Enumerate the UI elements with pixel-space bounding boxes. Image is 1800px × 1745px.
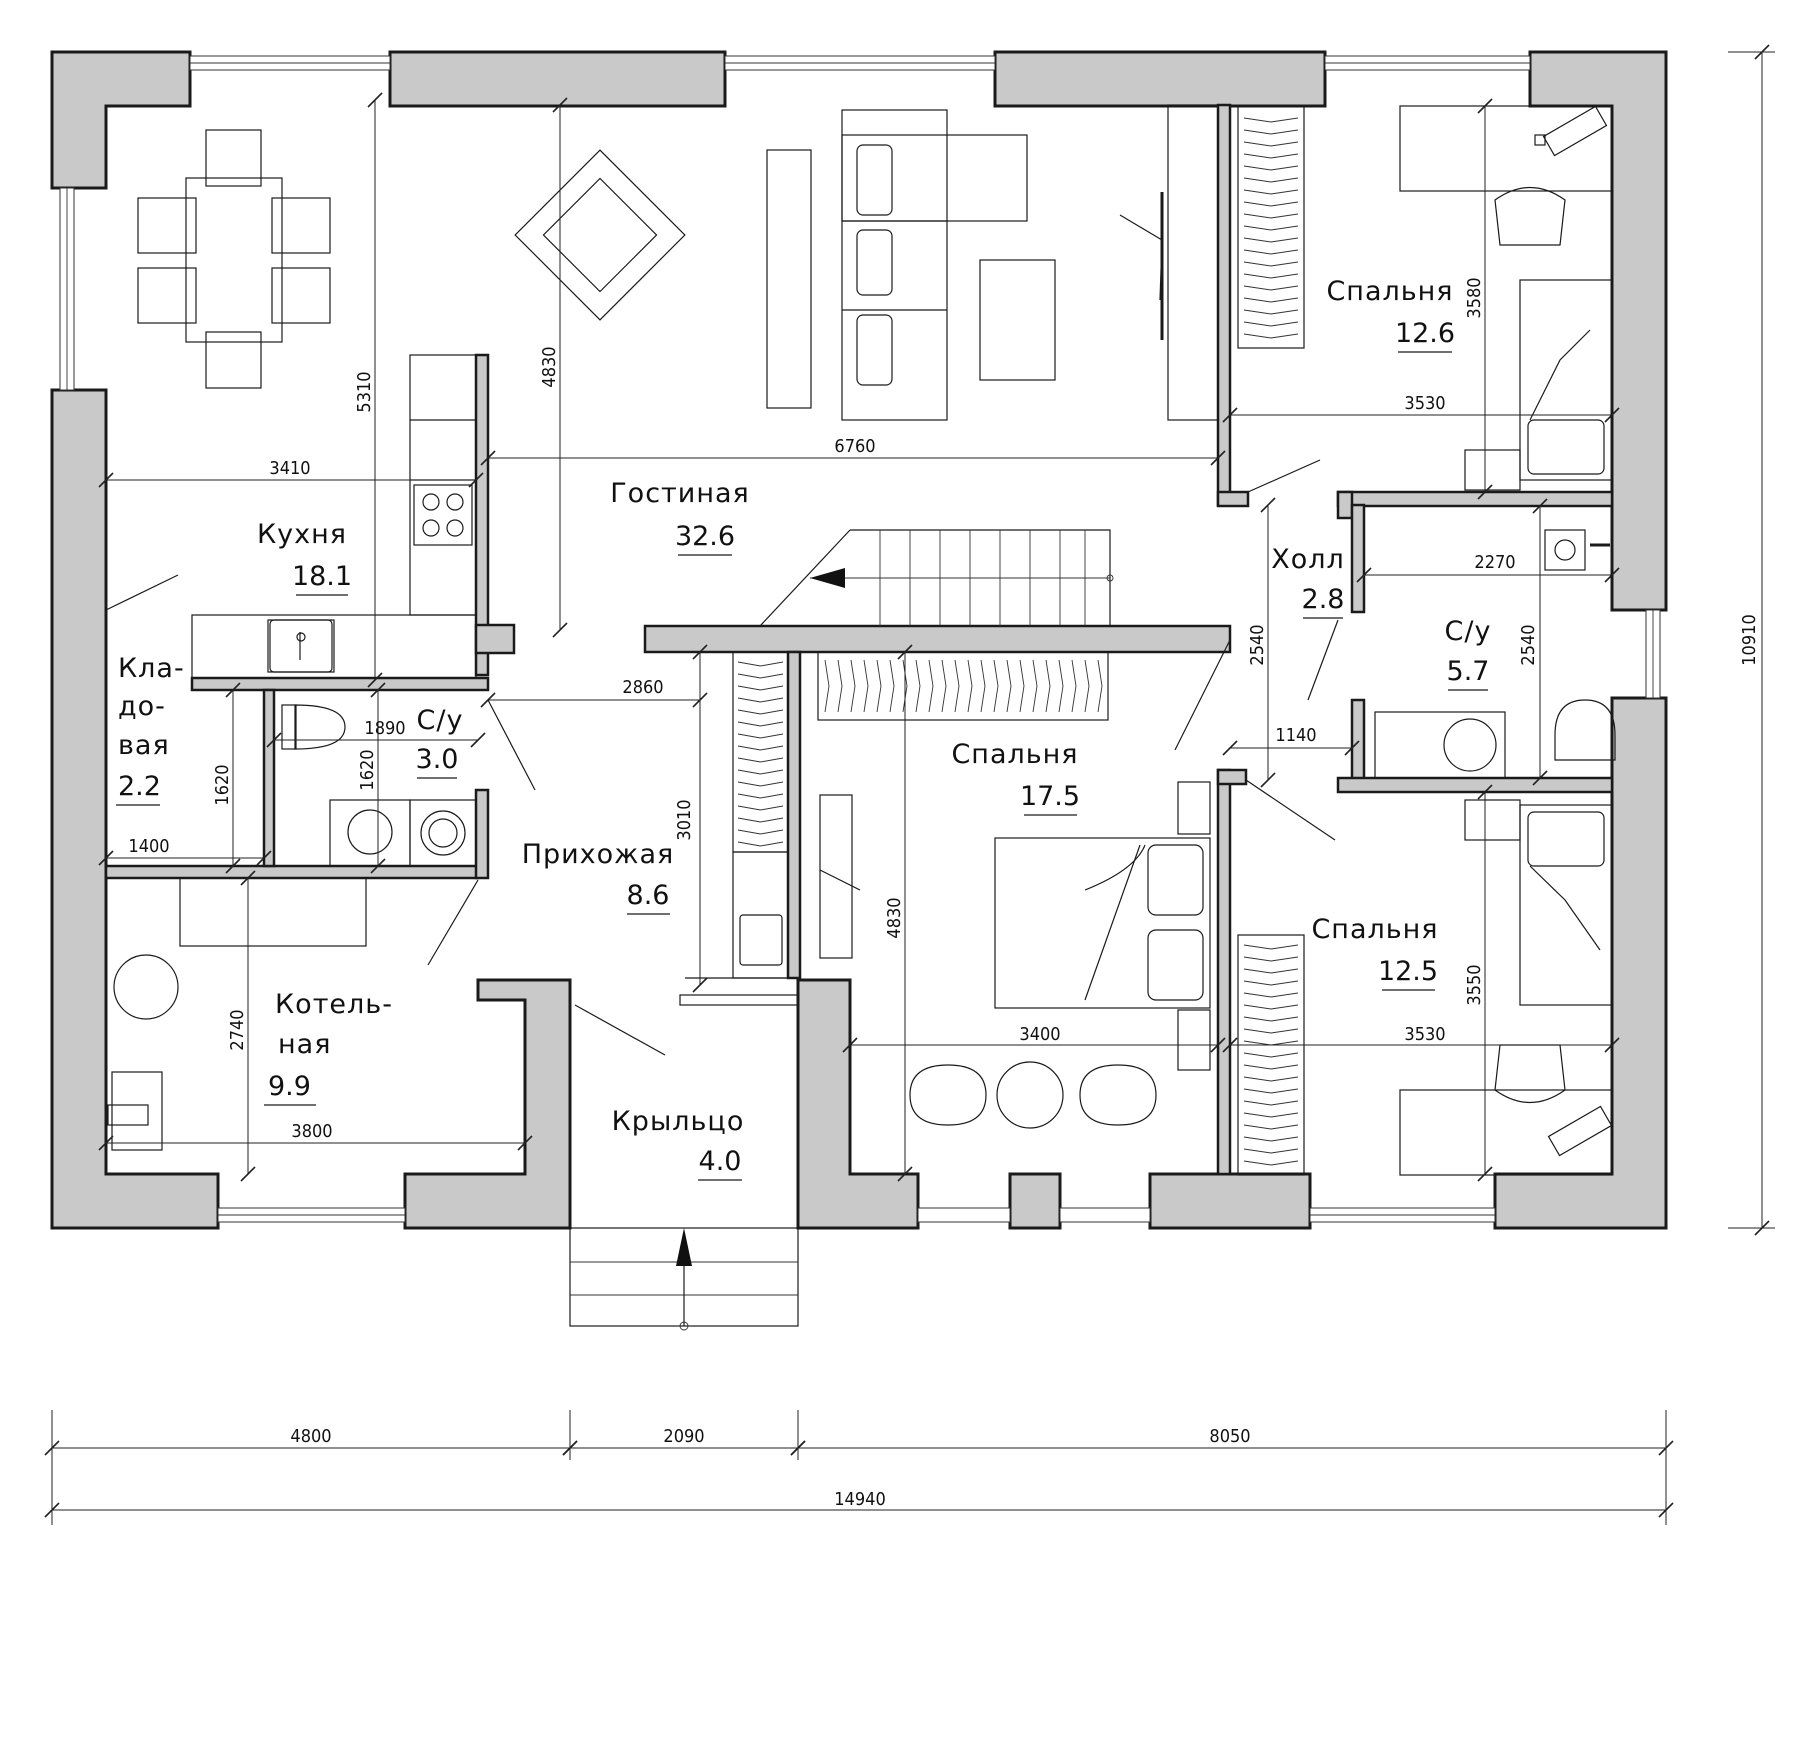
- room-porch-name: Крыльцо: [612, 1106, 745, 1137]
- room-pantry-area: 2.2: [118, 771, 161, 802]
- stove-icon: [413, 484, 473, 546]
- room-hall-name: Холл: [1271, 544, 1345, 575]
- room-living-name: Гостиная: [610, 478, 750, 509]
- room-labels: Кухня 18.1 Гостиная 32.6 Спальня 12.6 Хо…: [116, 276, 1492, 1181]
- room-kitchen-area: 18.1: [292, 561, 352, 592]
- room-bath-east-area: 5.7: [1447, 656, 1490, 687]
- dim-living-height: 4830: [539, 346, 560, 387]
- room-hall-area: 2.8: [1302, 584, 1345, 615]
- room-bedroom-ne-name: Спальня: [1326, 276, 1453, 307]
- room-boiler-area: 9.9: [268, 1071, 311, 1102]
- room-bath-east-name: С/у: [1445, 616, 1492, 647]
- bedroom-center-furniture: [819, 781, 1211, 1129]
- bath-west-fixtures: [281, 704, 477, 867]
- dim-entry-width: 2860: [622, 677, 663, 698]
- bedroom-se-furniture: [1399, 799, 1613, 1176]
- closet-entry: [732, 651, 789, 979]
- closet-se: [1237, 934, 1305, 1176]
- room-entry-area: 8.6: [627, 880, 670, 911]
- dim-bath-e-width: 2270: [1474, 552, 1515, 573]
- entry-arrow-icon: [676, 1228, 692, 1266]
- room-porch-area: 4.0: [699, 1146, 742, 1177]
- kitchen-counters: [105, 354, 477, 679]
- room-bedroom-ne-area: 12.6: [1395, 318, 1455, 349]
- dim-total-width: 14940: [834, 1489, 886, 1510]
- bedroom-ne-furniture: [1399, 105, 1613, 491]
- room-boiler-name-2: ная: [278, 1029, 331, 1060]
- exterior-walls: [50, 50, 1668, 1230]
- bath-east-fixtures: [1374, 529, 1616, 779]
- dim-boiler-height: 2740: [227, 1009, 248, 1050]
- doors[interactable]: [427, 459, 1339, 1056]
- dim-bed-ne-height: 3580: [1464, 277, 1485, 318]
- dim-boiler-width: 3800: [291, 1121, 332, 1142]
- closet-center: [817, 651, 1109, 721]
- room-bedroom-se-name: Спальня: [1311, 914, 1438, 945]
- dim-segment-2: 2090: [663, 1426, 704, 1447]
- dimension-lines: [44, 44, 1775, 1525]
- dim-bed-se-width: 3530: [1404, 1024, 1445, 1045]
- dim-kitchen-height: 5310: [354, 371, 375, 412]
- room-pantry-name-2: до-: [118, 691, 166, 722]
- stair-arrow-icon: [810, 568, 845, 588]
- dim-bed-c-width: 3400: [1019, 1024, 1060, 1045]
- living-furniture: [514, 104, 1219, 421]
- interior-walls: [104, 103, 1614, 1176]
- dim-segment-3: 8050: [1209, 1426, 1250, 1447]
- dim-living-width: 6760: [834, 436, 875, 457]
- dim-bath-w-width: 1890: [364, 718, 405, 739]
- dimension-labels: 3410 5310 4830 6760 3580 3530 2270 2540 …: [128, 277, 1760, 1510]
- room-boiler-name-1: Котель-: [275, 989, 393, 1020]
- dim-pantry-width: 1400: [128, 836, 169, 857]
- room-bath-west-area: 3.0: [416, 744, 459, 775]
- room-entry-name: Прихожая: [522, 839, 675, 870]
- dim-total-height: 10910: [1739, 614, 1760, 666]
- dim-bath-w-height: 1620: [357, 749, 378, 790]
- room-kitchen-name: Кухня: [257, 519, 347, 550]
- boiler-room-equipment: [107, 877, 367, 1151]
- windows: [59, 55, 1661, 1223]
- dim-kitchen-width: 3410: [269, 458, 310, 479]
- room-bedroom-center-area: 17.5: [1020, 781, 1080, 812]
- dim-hall-height: 2540: [1247, 624, 1268, 665]
- dim-bed-ne-width: 3530: [1404, 393, 1445, 414]
- dim-bed-se-height: 3550: [1464, 964, 1485, 1005]
- room-bedroom-center-name: Спальня: [951, 739, 1078, 770]
- shoe-cabinet-icon: [739, 914, 783, 966]
- dim-segment-1: 4800: [290, 1426, 331, 1447]
- room-bedroom-se-area: 12.5: [1378, 956, 1438, 987]
- dim-hall-width: 1140: [1275, 725, 1316, 746]
- dim-bath-e-height: 2540: [1518, 624, 1539, 665]
- room-bath-west-name: С/у: [417, 705, 464, 736]
- dim-entry-height: 3010: [674, 799, 695, 840]
- room-pantry-name-3: вая: [118, 730, 170, 761]
- porch-steps[interactable]: [569, 1227, 799, 1331]
- staircase[interactable]: [759, 529, 1114, 627]
- dim-bed-c-height: 4830: [884, 897, 905, 938]
- room-pantry-name-1: Кла-: [118, 653, 185, 684]
- closet-ne: [1237, 105, 1305, 349]
- dining-set: [137, 129, 331, 389]
- dim-pantry-height: 1620: [212, 764, 233, 805]
- kitchen-sink-icon: [269, 619, 333, 673]
- room-living-area: 32.6: [675, 521, 735, 552]
